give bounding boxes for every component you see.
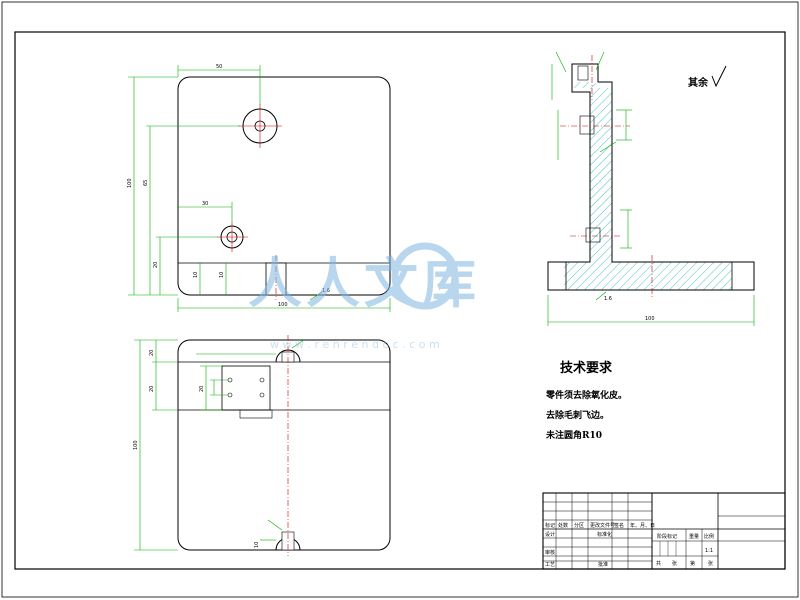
tb-date: 年、月、日 [630, 522, 655, 529]
dim-side-width: 100 [645, 316, 655, 322]
inner-border [14, 31, 786, 570]
tb-sheet-a: 共 [656, 560, 661, 567]
plan-view-outline [177, 339, 391, 551]
tb-scale-value: 1:1 [705, 548, 713, 554]
tb-change-doc: 更改文件号 [590, 522, 615, 529]
tb-zone: 分区 [574, 522, 584, 529]
tb-scale: 比例 [704, 533, 714, 540]
front-dimension-lines [128, 65, 391, 312]
tech-note-2: 去除毛刺飞边。 [546, 409, 609, 421]
watermark: 人人文库 w w w . r e n r e n d o c . c o m [248, 242, 480, 351]
tech-note-3: 未注圆角R10 [545, 429, 602, 441]
section-outline [547, 63, 755, 291]
dim-plan-height: 100 [133, 440, 139, 450]
dim-front-height: 100 [127, 178, 133, 188]
tb-sheet-c: 第 [690, 560, 695, 567]
dim-plan-d: 10 [254, 542, 260, 548]
title-block [542, 492, 786, 570]
title-block-text: 标记 处数 分区 更改文件号 签名 年、月、日 设计 标准化 阶段标记 重量 比… [545, 522, 714, 568]
dim-plan-b: 20 [149, 386, 155, 392]
section-dimension-lines [547, 51, 755, 326]
dim-front-base-height: 20 [153, 262, 159, 268]
dim-front-small-b: 10 [219, 272, 225, 278]
tb-process: 工艺 [545, 562, 555, 568]
watermark-url: w w w . r e n r e n d o c . c o m [270, 338, 440, 351]
dim-top-width: 50 [216, 64, 222, 70]
dim-front-width: 100 [278, 302, 288, 308]
tb-approve: 批准 [598, 561, 608, 568]
watermark-cn: 人人文库 [248, 252, 480, 315]
tb-count: 处数 [558, 522, 568, 529]
section-surface-label: 1.6 [604, 296, 612, 302]
tb-sheet-b: 张 [672, 560, 677, 567]
front-surface-label: 1.6 [322, 288, 330, 294]
front-view: 50 100 65 20 30 10 10 100 1.6 [127, 64, 391, 312]
dim-plan-a: 20 [149, 350, 155, 356]
plan-dimension-lines [134, 339, 305, 551]
technical-requirements: 技术要求 零件须去除氧化皮。 去除毛刺飞边。 未注圆角R10 [545, 360, 627, 441]
section-hatch [564, 82, 732, 290]
tb-review: 审核 [545, 549, 555, 556]
dim-front-small-a: 10 [193, 272, 199, 278]
tb-standard: 标准化 [597, 531, 612, 538]
side-section-view: 100 1.6 [547, 51, 755, 326]
tb-sign: 签名 [614, 522, 624, 529]
roughness-note: 其余 [688, 76, 709, 89]
tb-stage: 阶段标记 [657, 533, 677, 540]
roughness-check-icon [711, 65, 727, 88]
tb-weight: 重量 [689, 533, 699, 540]
tb-sheet-d: 张 [708, 560, 713, 567]
tech-title: 技术要求 [560, 360, 613, 376]
dim-plan-c: 20 [199, 386, 205, 392]
dim-front-hole-offset: 30 [202, 201, 208, 207]
tb-mark: 标记 [545, 522, 555, 529]
watermark-logo-icon [391, 242, 459, 310]
plan-view: 100 20 20 20 10 [133, 335, 391, 556]
tech-note-1: 零件须去除氧化皮。 [545, 389, 627, 401]
dim-front-inner-height: 65 [143, 180, 149, 186]
tb-design: 设计 [545, 531, 555, 538]
